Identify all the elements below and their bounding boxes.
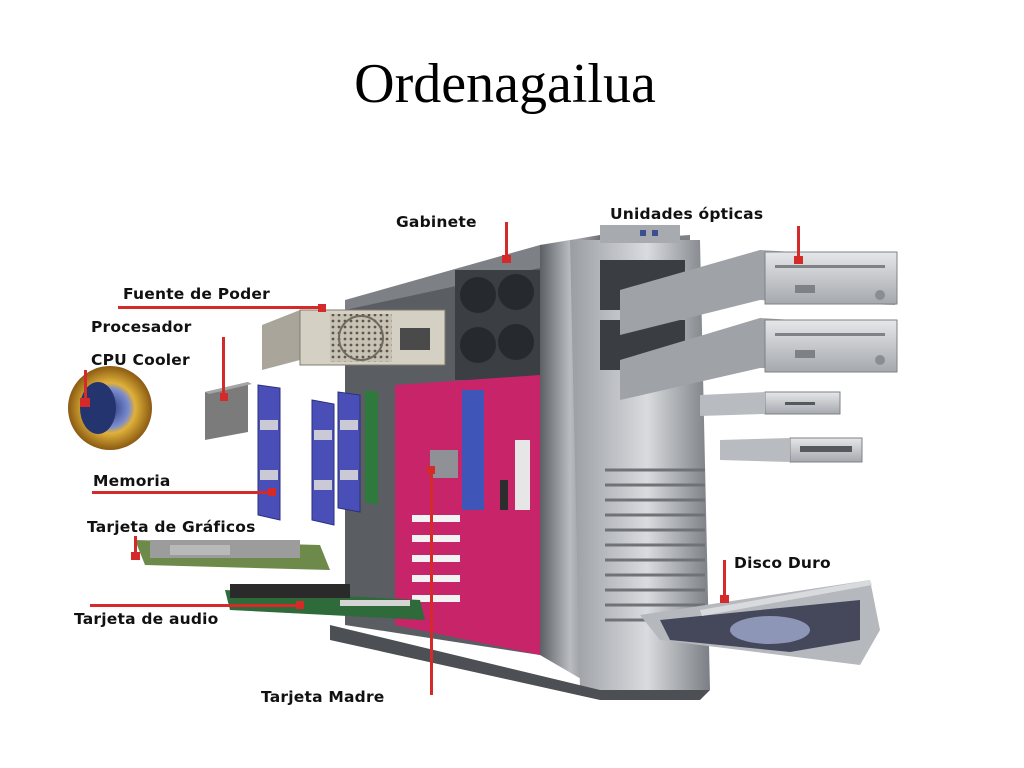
label-tarjeta-madre: Tarjeta Madre [261, 688, 385, 706]
label-procesador: Procesador [91, 318, 192, 336]
graphics-card [135, 540, 330, 570]
label-disco-duro: Disco Duro [734, 554, 831, 572]
leader-lines [80, 222, 803, 695]
label-fuente-de-poder: Fuente de Poder [123, 285, 270, 303]
label-tarjeta-graficos: Tarjeta de Gráficos [87, 518, 256, 536]
hard-disk [640, 580, 880, 665]
label-tarjeta-audio: Tarjeta de audio [74, 610, 219, 628]
power-supply [262, 309, 446, 370]
extra-drive-bay [720, 437, 863, 463]
processor-chip [205, 382, 252, 440]
slide-title: Ordenagailua [354, 53, 656, 115]
label-cpu-cooler: CPU Cooler [91, 351, 190, 369]
optical-drive-bottom [620, 318, 898, 400]
label-unidades-opticas: Unidades ópticas [610, 205, 764, 223]
label-gabinete: Gabinete [396, 213, 477, 231]
audio-card [225, 584, 425, 620]
optical-drive-top [620, 250, 898, 335]
cpu-cooler [68, 366, 152, 450]
floppy-drive [700, 391, 841, 416]
memory-modules [257, 384, 378, 526]
label-memoria: Memoria [93, 472, 171, 490]
